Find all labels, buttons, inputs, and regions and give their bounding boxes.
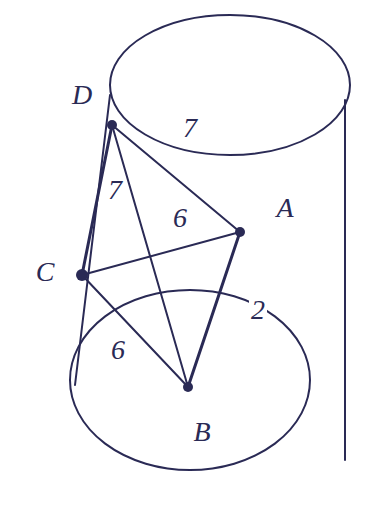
point	[235, 227, 245, 237]
edge-ca	[82, 232, 240, 275]
point-label: D	[70, 81, 94, 109]
edge-cb	[82, 275, 188, 387]
point-label: B	[191, 418, 212, 446]
length-label: 2	[249, 296, 267, 324]
edge-ab	[188, 232, 240, 387]
edge-da	[112, 125, 240, 232]
length-label: 7	[106, 176, 124, 204]
cylinder-side	[344, 100, 346, 460]
point	[76, 269, 88, 281]
length-label: 6	[171, 204, 189, 232]
point-label: C	[34, 258, 57, 286]
length-label: 7	[181, 114, 199, 142]
point	[183, 382, 193, 392]
top-base	[110, 15, 350, 155]
length-label: 6	[109, 336, 127, 364]
point-label: A	[274, 194, 295, 222]
cylinder-side	[75, 95, 110, 385]
point	[107, 120, 117, 130]
